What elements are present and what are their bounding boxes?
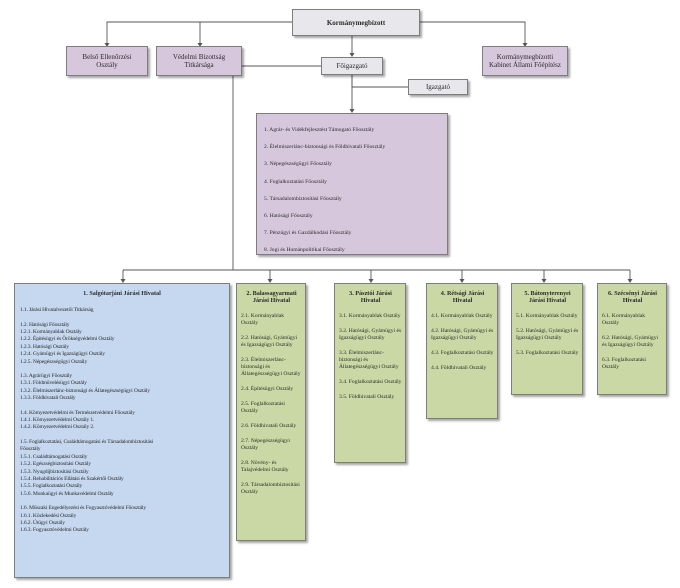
district-5-title: 5. Bátonyterenyei Járási Hivatal (524, 290, 571, 305)
igazgato-label: Igazgató (425, 83, 451, 91)
district-1-item: 1.4.2. Környezetvédelmi Osztály 2. (20, 424, 95, 431)
district-1-item: 1.6.3. Fogyasztóvédelmi Osztály (20, 527, 89, 534)
district-1-item: 1.3.1. Földművelésügyi Osztály (20, 380, 87, 387)
district-1-item: 1.2. Hatósági Főosztály (20, 321, 70, 328)
district-6-box: 6. Szécsényi Járási Hivatal 6.1. Kormány… (597, 283, 667, 395)
district-1-item: 1.2.2. Építésügyi és Örökségvédelmi Oszt… (20, 336, 115, 343)
district-4-item: 4.2. Hatósági, Gyámügyi és Igazságügyi O… (431, 328, 494, 342)
district-2-item: 2.3. Élelmiszerlánc-biztonsági és Állate… (241, 357, 301, 378)
district-2-item: 2.2. Hatósági, Gyámügyi és Igazságügyi O… (241, 335, 298, 349)
department-item: 8. Jogi és Humánpolitikai Főosztály (264, 247, 345, 254)
district-3-item: 3.2. Hatósági, Gyámügyi és Igazságügyi O… (339, 328, 402, 342)
district-1-item: 1.3.3. Földhivatali Osztály (20, 395, 76, 402)
district-1-item: 1.3. Agrárügyi Főosztály (20, 373, 73, 380)
district-1-item: 1.6.1. Közlekedési Osztály (20, 512, 77, 519)
department-item: 3. Népegészségügyi Főosztály (264, 161, 332, 168)
district-2-item: 2.4. Építésügyi Osztály (241, 386, 294, 393)
foigazgato-box: Főigazgató (321, 57, 383, 75)
district-6-item: 6.2. Hatósági, Gyámügyi és Igazságügyi O… (602, 335, 659, 349)
district-5-item: 5.3. Foglalkoztatási Osztály (516, 350, 579, 357)
district-3-box: 3. Pásztói Járási Hivatal 3.1. Kormányab… (334, 283, 406, 463)
kabinet-box: Kormánymegbízotti Kabinet Állami Főépíté… (482, 46, 568, 76)
district-1-item: 1.2.3. Hatósági Osztály (20, 343, 69, 350)
district-1-item: 1.5.4. Rehabilitációs Ellátási és Szakér… (20, 475, 124, 482)
vedelmi-bizottsag-label: Védelmi Bizottság Titkársága (172, 53, 226, 69)
belso-ellenorzesi-box: Belső Ellenőrzési Osztály (66, 46, 148, 76)
district-1-item: 1.5.3. Nyugdíjbiztosítási Osztály (20, 468, 89, 475)
district-1-item: 1.6.2. Útügyi Osztály (20, 519, 65, 526)
district-1-item: 1.4.1. Környezetvédelmi Osztály 1. (20, 417, 95, 424)
district-2-item: 2.8. Növény- és Talajvédelmi Osztály (241, 460, 289, 474)
district-2-item: 2.9. Társadalombiztosítási Osztály (241, 482, 300, 496)
district-1-item: 1.2.1. Kormányablak Osztály (20, 329, 82, 336)
vedelmi-bizottsag-box: Védelmi Bizottság Titkársága (156, 46, 242, 76)
district-5-item: 5.2. Hatósági, Gyámügyi és Igazságügyi O… (516, 328, 579, 342)
district-1-item: 1.6. Műszaki Engedélyezési és Fogyasztóv… (20, 505, 146, 512)
district-4-item: 4.1. Kormányablak Osztály (431, 313, 493, 320)
district-3-item: 3.3. Élelmiszerlánc-biztonsági és Állate… (339, 350, 399, 371)
district-1-item: 1.2.4. Gyámügyi és Igazságügyi Osztály (20, 351, 105, 358)
district-2-box: 2. Balassagyarmati Járási Hivatal 2.1. K… (236, 283, 306, 541)
district-1-item: 1.5.6. Munkaügyi és Munkavédelmi Osztály (20, 490, 114, 497)
kabinet-label: Kormánymegbízotti Kabinet Állami Főépíté… (489, 53, 561, 69)
department-item: 2. Élelmiszerlánc-biztonsági és Földhiva… (264, 144, 386, 151)
district-4-box: 4. Rétsági Járási Hivatal 4.1. Kormányab… (426, 283, 498, 419)
district-1-item: 1.4. Környezetvédelmi és Természetvédelm… (20, 409, 135, 416)
district-1-item: 1.3.2. Élelmiszerlánc-biztonsági és Álla… (20, 387, 150, 394)
district-5-box: 5. Bátonyterenyei Járási Hivatal 5.1. Ko… (511, 283, 583, 395)
kormanymegbizott-box: Kormánymegbízott (292, 9, 420, 36)
district-3-item: 3.5. Földhivatali Osztály (339, 394, 395, 401)
district-1-item: Főosztály (20, 446, 41, 453)
district-1-item: 1.2.5. Népegészségügyi Osztály (20, 358, 88, 365)
kormanymegbizott-label: Kormánymegbízott (326, 18, 386, 27)
district-4-item: 4.4. Földhivatali Osztály (431, 365, 487, 372)
igazgato-box: Igazgató (408, 79, 468, 95)
department-item: 4. Foglalkoztatási Főosztály (264, 178, 327, 185)
district-1-item: 1.1. Járási Hivatalvezetői Titkárság (20, 307, 94, 314)
district-6-item: 6.1. Kormányablak Osztály (602, 313, 646, 327)
district-1-item: 1.5.5. Foglalkoztatási Osztály (20, 483, 83, 490)
district-2-title: 2. Balassagyarmati Járási Hivatal (246, 290, 297, 305)
district-2-item: 2.1. Kormányablak Osztály (241, 313, 285, 327)
district-1-box: 1. Salgótarjáni Járási Hivatal 1.1. Járá… (14, 283, 230, 578)
district-6-item: 6.3. Foglalkoztatási Osztály (602, 357, 646, 371)
district-4-item: 4.3. Foglalkoztatási Osztály (431, 350, 494, 357)
district-1-item: 1.5. Foglalkoztatási, Családtámogatási é… (20, 438, 154, 445)
department-item: 7. Pénzügyi és Gazdálkodási Főosztály (264, 230, 352, 237)
departments-box: 1. Agrár- és Vidékfejlesztést Támogató F… (256, 113, 448, 255)
department-item: 1. Agrár- és Vidékfejlesztést Támogató F… (264, 127, 375, 133)
district-2-item: 2.6. Földhivatali Osztály (241, 423, 297, 430)
district-1-item: 1.5.1. Családtámogatási Osztály (20, 453, 88, 460)
district-3-item: 3.1. Kormányablak Osztály (339, 313, 401, 320)
belso-ellenorzesi-label: Belső Ellenőrzési Osztály (82, 53, 132, 69)
district-4-title: 4. Rétsági Járási Hivatal (440, 290, 485, 305)
department-item: 5. Társadalombiztosítási Főosztály (264, 195, 342, 202)
district-5-item: 5.1. Kormányablak Osztály (516, 313, 578, 320)
district-3-title: 3. Pásztói Járási Hivatal (349, 290, 392, 305)
district-6-title: 6. Szécsényi Járási Hivatal (608, 290, 657, 305)
department-item: 6. Hatósági Főosztály (264, 213, 313, 220)
district-1-title: 1. Salgótarjáni Járási Hivatal (83, 290, 161, 297)
foigazgato-label: Főigazgató (336, 62, 368, 70)
district-1-item: 1.5.2. Egészségbiztosítási Osztály (20, 461, 91, 468)
district-2-item: 2.5. Foglalkoztatási Osztály (241, 401, 285, 415)
district-3-item: 3.4. Foglalkoztatási Osztály (339, 379, 402, 386)
district-2-item: 2.7. Népegészségügyi Osztály (241, 438, 290, 452)
